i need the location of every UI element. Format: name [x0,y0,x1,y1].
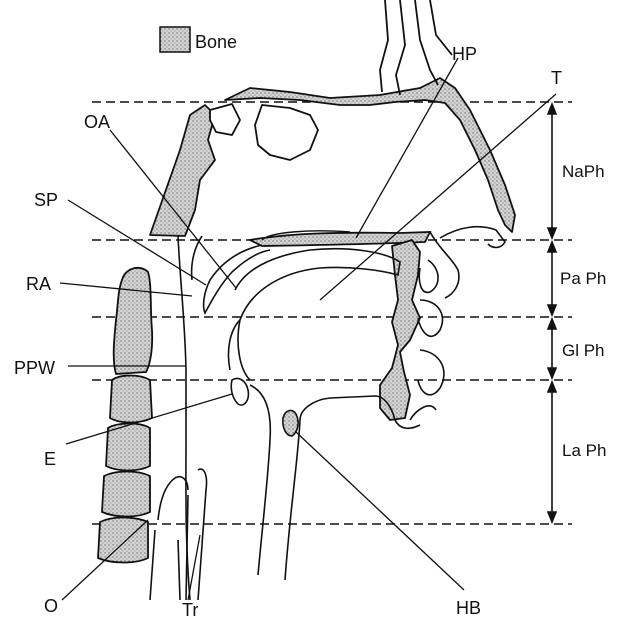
epiglottis [231,378,248,405]
region-brackets [548,104,556,522]
legend-bone-label: Bone [195,32,237,52]
leader-t [320,94,556,300]
leader-hb [296,432,464,590]
trachea [150,469,207,600]
label-e: E [44,449,56,469]
label-ra: RA [26,274,51,294]
legend: Bone [160,27,237,52]
level-lines [92,102,572,524]
cervical-spine [98,268,152,563]
label-hb: HB [456,598,481,618]
zone-label-naph: NaPh [562,162,605,181]
hyoid-bone [283,411,298,436]
upper-face-soft-tissue [430,227,505,298]
soft-palate [204,245,270,313]
label-hp: HP [452,44,477,64]
label-ppw: PPW [14,358,55,378]
label-sp: SP [34,190,58,210]
label-tr: Tr [182,600,198,619]
zone-label-paph: Pa Ph [560,269,606,288]
tongue [228,249,400,380]
zone-label-glph: Gl Ph [562,341,605,360]
zone-label-laph: La Ph [562,441,606,460]
label-t: T [551,68,562,88]
legend-bone-swatch [160,27,190,52]
leader-hp [356,58,458,238]
pharyngeal-walls [178,236,420,600]
label-oa: OA [84,112,110,132]
label-o: O [44,596,58,616]
